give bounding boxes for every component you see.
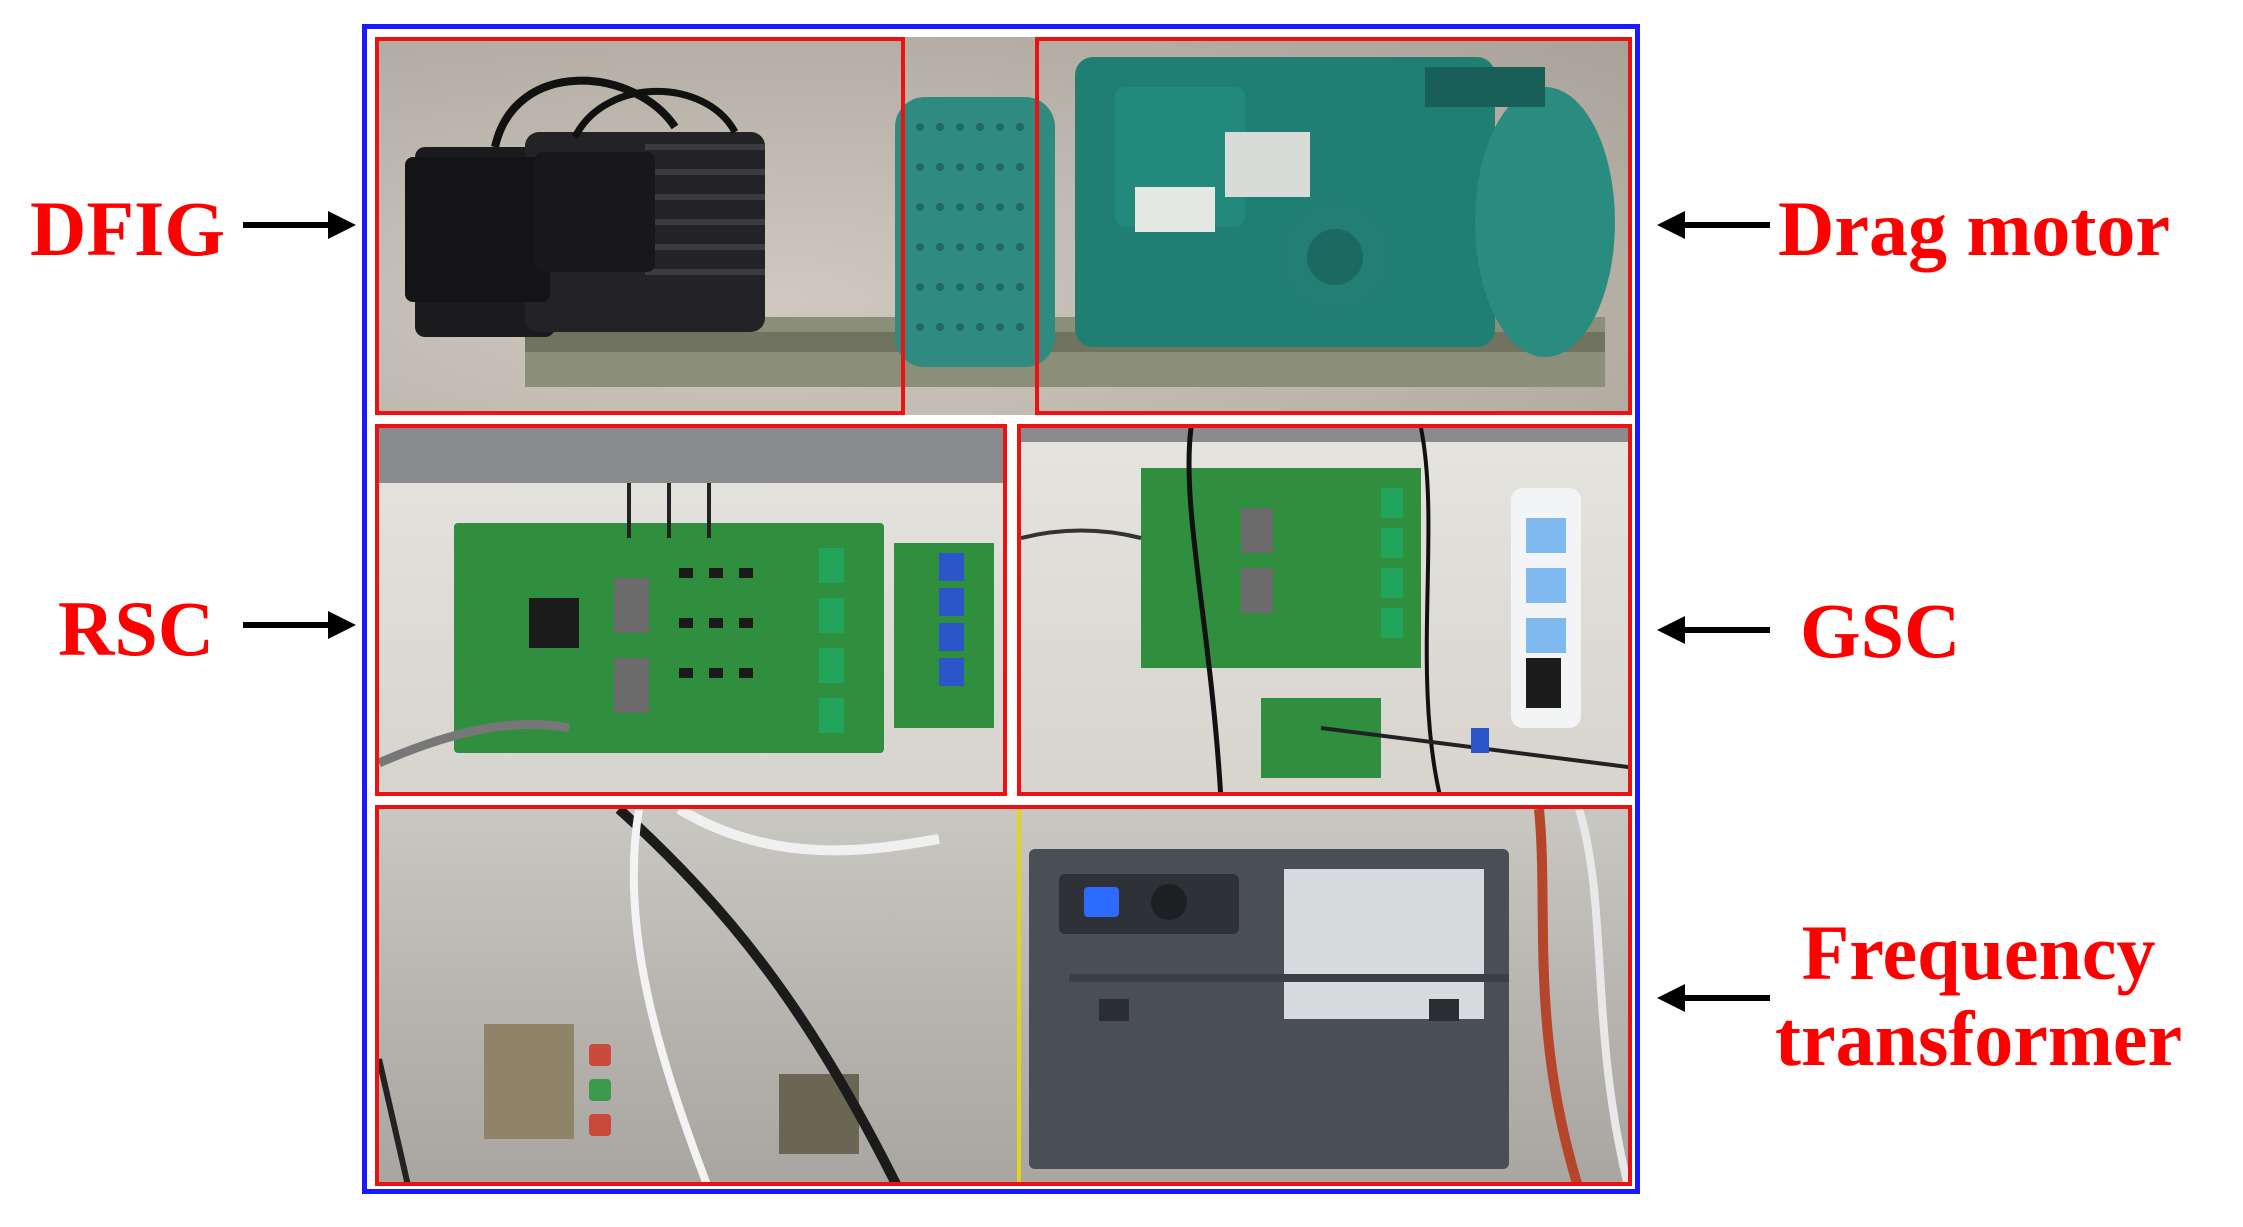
panel-gsc xyxy=(1017,424,1632,796)
label-rsc: RSC xyxy=(58,585,215,672)
panel-drag-motor xyxy=(1035,37,1632,415)
left-arrow-icon xyxy=(1657,211,1770,239)
panel-rsc xyxy=(375,424,1007,796)
photo-collage-frame xyxy=(362,24,1640,1194)
left-arrow-icon xyxy=(1657,616,1770,644)
motor-photo xyxy=(375,37,1632,415)
panel-dfig xyxy=(375,37,905,415)
label-gsc: GSC xyxy=(1800,587,1961,674)
label-frequency-line1: Frequency xyxy=(1801,909,2156,996)
label-dfig: DFIG xyxy=(30,185,225,272)
label-drag-motor: Drag motor xyxy=(1778,185,2171,272)
left-arrow-icon xyxy=(243,611,356,639)
label-frequency-transformer: Frequency transformer xyxy=(1775,910,2182,1082)
left-arrow-icon xyxy=(1657,984,1770,1012)
left-arrow-icon xyxy=(243,211,356,239)
label-frequency-line2: transformer xyxy=(1775,994,2183,1082)
panel-frequency-transformer xyxy=(375,805,1632,1186)
